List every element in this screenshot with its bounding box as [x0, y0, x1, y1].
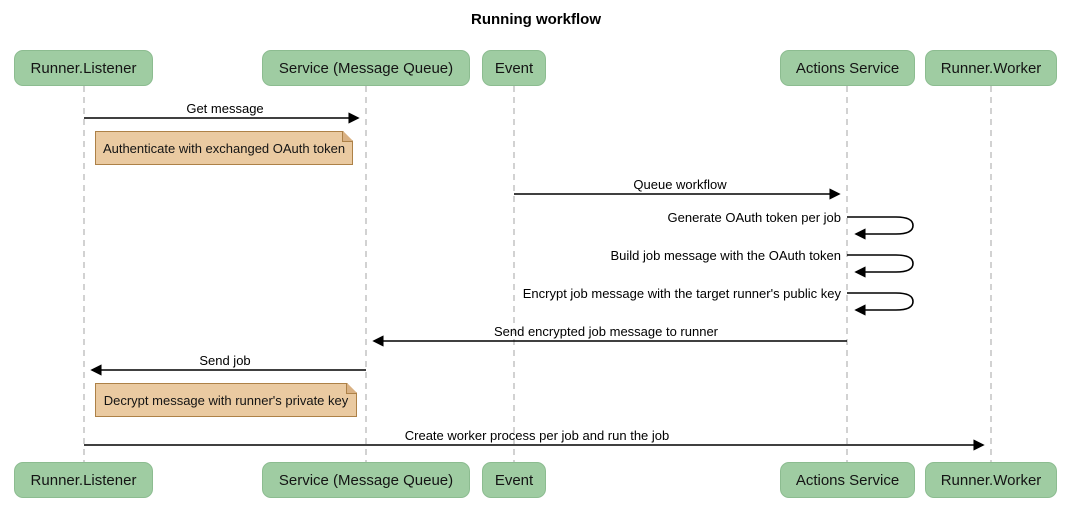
message-label-get-message: Get message	[186, 101, 264, 116]
message-label-send-job: Send job	[199, 353, 251, 368]
actor-top-runner-worker: Runner.Worker	[925, 50, 1057, 86]
self-loop-generate-oauth-token	[847, 216, 914, 240]
actor-bottom-runner-worker: Runner.Worker	[925, 462, 1057, 498]
message-label-send-encrypted-job-message: Send encrypted job message to runner	[493, 324, 719, 339]
actor-bottom-actions-service: Actions Service	[780, 462, 915, 498]
note-authenticate-oauth-token-text: Authenticate with exchanged OAuth token	[102, 140, 346, 156]
actor-top-runner-listener: Runner.Listener	[14, 50, 153, 86]
note-decrypt-private-key-text: Decrypt message with runner's private ke…	[103, 392, 349, 408]
actor-bottom-event: Event	[482, 462, 546, 498]
note-fold-icon	[342, 132, 352, 142]
self-loop-encrypt-job-message	[847, 292, 914, 316]
message-label-queue-workflow: Queue workflow	[633, 177, 727, 192]
message-label-encrypt-job-message: Encrypt job message with the target runn…	[522, 286, 841, 301]
message-label-create-worker-process: Create worker process per job and run th…	[404, 428, 670, 443]
note-decrypt-private-key: Decrypt message with runner's private ke…	[95, 383, 357, 417]
note-fold-icon	[346, 384, 356, 394]
actor-top-event: Event	[482, 50, 546, 86]
actor-bottom-runner-listener: Runner.Listener	[14, 462, 153, 498]
self-loop-build-job-message	[847, 254, 914, 278]
actor-top-service-message-queue: Service (Message Queue)	[262, 50, 470, 86]
actor-top-actions-service: Actions Service	[780, 50, 915, 86]
note-authenticate-oauth-token: Authenticate with exchanged OAuth token	[95, 131, 353, 165]
message-label-build-job-message: Build job message with the OAuth token	[610, 248, 841, 263]
diagram-title: Running workflow	[471, 11, 601, 28]
actor-bottom-service-message-queue: Service (Message Queue)	[262, 462, 470, 498]
message-label-generate-oauth-token: Generate OAuth token per job	[667, 210, 841, 225]
